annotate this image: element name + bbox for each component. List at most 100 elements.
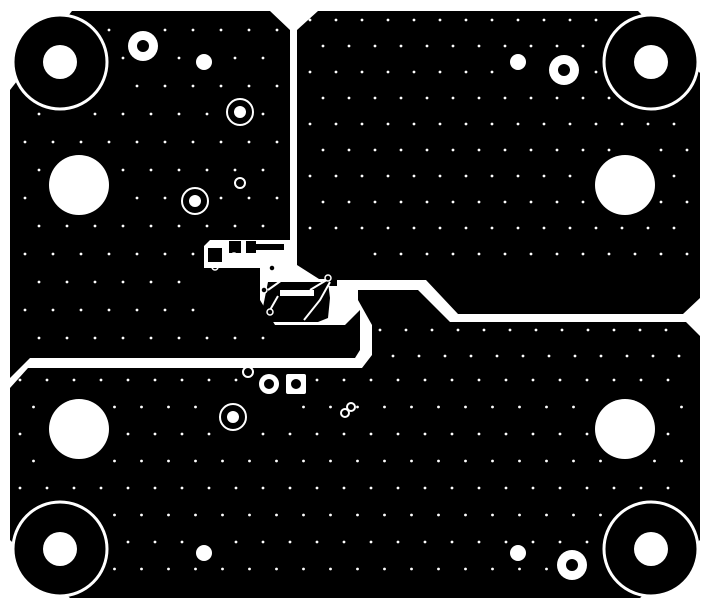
stitching-via: [383, 459, 386, 463]
stitching-via: [490, 174, 494, 178]
stitching-via: [99, 378, 103, 382]
copper-pour-top-right: [297, 11, 700, 314]
stitching-via: [233, 336, 237, 340]
stitching-via: [321, 148, 325, 152]
stitching-via: [386, 18, 390, 22]
stitching-via: [464, 567, 467, 571]
stitching-via: [412, 122, 416, 126]
stitching-via: [308, 70, 312, 74]
stitching-via: [451, 148, 455, 152]
stitching-via: [113, 405, 116, 409]
stitching-via: [342, 432, 346, 436]
stitching-via: [572, 459, 575, 463]
stitching-via: [37, 112, 41, 116]
stitching-via: [378, 328, 382, 332]
stitching-via: [51, 140, 55, 144]
stitching-via: [205, 112, 209, 116]
stitching-via: [534, 328, 538, 332]
stitching-via: [194, 459, 197, 463]
stitching-via: [456, 328, 460, 332]
stitching-via: [126, 432, 130, 436]
stitching-via: [247, 84, 251, 88]
stitching-via: [360, 226, 364, 230]
stitching-via: [399, 148, 403, 152]
stitching-via: [302, 459, 305, 463]
signal-traces: [267, 267, 331, 321]
stitching-via: [529, 44, 533, 48]
stitching-via: [373, 252, 377, 256]
stitching-via: [248, 513, 251, 517]
stitching-via: [451, 44, 455, 48]
stitching-via: [383, 567, 386, 571]
stitching-via: [234, 378, 238, 382]
via-ring: [242, 366, 254, 378]
stitching-via: [261, 540, 265, 544]
stitching-via: [425, 96, 429, 100]
stitching-via: [121, 168, 125, 172]
stitching-via: [347, 44, 351, 48]
stitching-via: [107, 252, 111, 256]
stitching-via: [464, 226, 468, 230]
stitching-via: [177, 224, 181, 228]
stitching-via: [607, 252, 611, 256]
stitching-via: [555, 148, 559, 152]
stitching-via: [581, 44, 585, 48]
stitching-via: [581, 200, 585, 204]
stitching-via: [369, 378, 373, 382]
stitching-via: [383, 513, 386, 517]
via-ring: [234, 177, 246, 189]
testpoint-pad: [128, 31, 158, 61]
testpoint-pad: [549, 55, 579, 85]
stitching-via: [234, 540, 238, 544]
stitching-via: [18, 432, 22, 436]
stitching-via: [261, 56, 265, 60]
stitching-via: [531, 378, 535, 382]
stitching-via: [464, 405, 467, 409]
stitching-via: [542, 122, 546, 126]
stitching-via: [558, 540, 562, 544]
stitching-via: [135, 196, 139, 200]
stitching-via: [356, 567, 359, 571]
stitching-via: [163, 84, 167, 88]
stitching-via: [477, 148, 481, 152]
stitching-via: [99, 486, 103, 490]
stitching-via: [347, 96, 351, 100]
stitching-via: [207, 486, 211, 490]
stitching-via: [113, 513, 116, 517]
stitching-via: [685, 148, 689, 152]
stitching-via: [342, 378, 346, 382]
stitching-via: [685, 200, 689, 204]
stitching-via: [646, 122, 650, 126]
stitching-via: [135, 140, 139, 144]
stitching-via: [149, 280, 153, 284]
stitching-via: [248, 459, 251, 463]
stitching-via: [261, 112, 265, 116]
stitching-via: [451, 200, 455, 204]
stitching-via: [149, 168, 153, 172]
stitching-via: [503, 96, 507, 100]
stitching-via: [93, 336, 97, 340]
stitching-via: [302, 513, 305, 517]
stitching-via: [518, 405, 521, 409]
stitching-via: [37, 224, 41, 228]
stitching-via: [477, 540, 481, 544]
stitching-via: [135, 308, 139, 312]
stitching-via: [477, 200, 481, 204]
stitching-via: [542, 226, 546, 230]
stitching-via: [329, 459, 332, 463]
stitching-via: [180, 540, 184, 544]
stitching-via: [412, 70, 416, 74]
stitching-via: [180, 432, 184, 436]
stitching-via: [207, 432, 211, 436]
stitching-via: [329, 513, 332, 517]
stitching-via: [373, 96, 377, 100]
stitching-via: [516, 226, 520, 230]
stitching-via: [386, 122, 390, 126]
stitching-via: [261, 224, 265, 228]
stitching-via: [121, 336, 125, 340]
stitching-via: [585, 486, 589, 490]
stitching-via: [547, 354, 551, 358]
stitching-via: [531, 540, 535, 544]
stitching-via: [23, 308, 27, 312]
